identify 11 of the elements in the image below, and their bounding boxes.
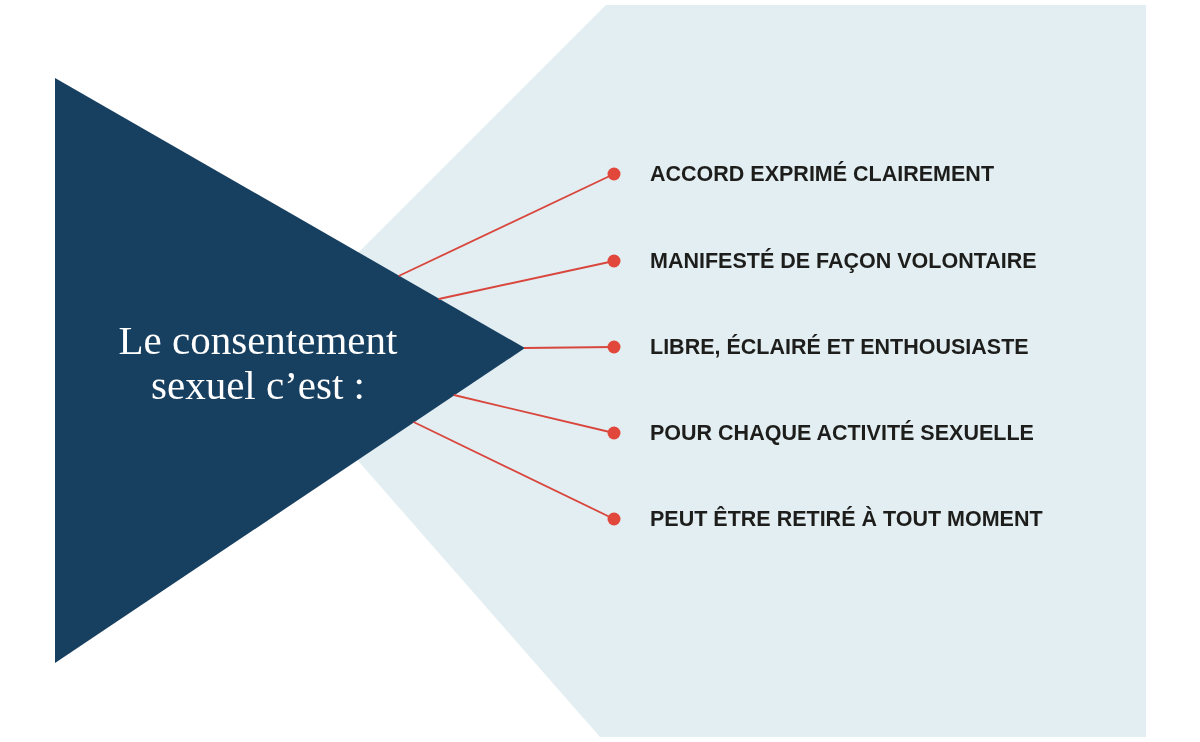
list-item-text: LIBRE, ÉCLAIRÉ ET ENTHOUSIASTE — [650, 334, 1029, 360]
connector-line — [523, 340, 621, 354]
list-item-text: ACCORD EXPRIMÉ CLAIREMENT — [650, 161, 994, 187]
connector-line — [437, 254, 621, 300]
list-item-text: MANIFESTÉ DE FAÇON VOLONTAIRE — [650, 248, 1037, 274]
connector-line — [397, 167, 621, 277]
connector-line — [452, 394, 621, 440]
list-item-text: POUR CHAQUE ACTIVITÉ SEXUELLE — [650, 420, 1034, 446]
heading-text: Le consentement sexuel c’est : — [117, 318, 399, 408]
list-item-text: PEUT ÊTRE RETIRÉ À TOUT MOMENT — [650, 506, 1043, 532]
connector-line — [412, 421, 621, 526]
